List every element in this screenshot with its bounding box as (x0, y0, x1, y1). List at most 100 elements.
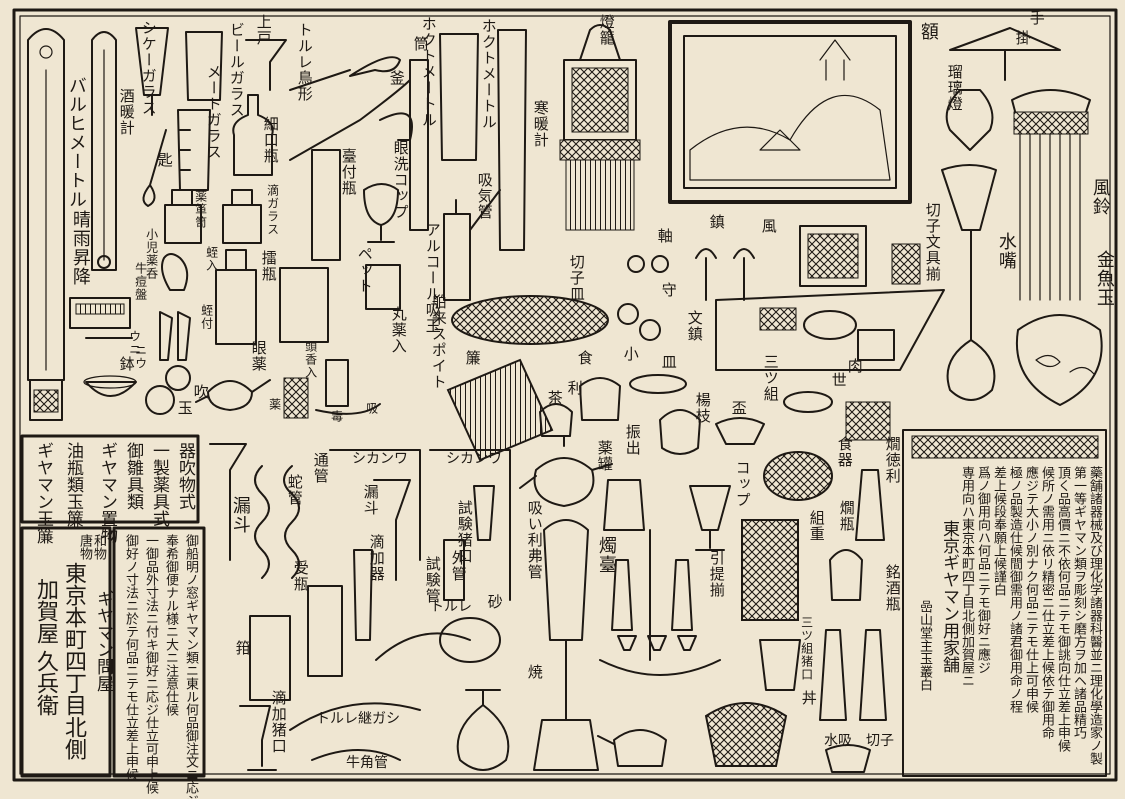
label-milk-tray: 牛痘盤 (133, 262, 148, 301)
wind-bell-strands (1019, 133, 1081, 301)
label-food: 食 (575, 350, 594, 366)
square-bottle-2 (222, 204, 262, 244)
merchant-name: 久兵衛 (33, 650, 58, 716)
label-measure-glass: メートガラス (204, 64, 223, 160)
tea-cup (539, 403, 573, 437)
bottle-cap-1 (171, 189, 193, 206)
label-test-cup: 試験猪口 (455, 500, 474, 564)
tall-jar-cap (225, 249, 247, 271)
pass-tube (329, 449, 421, 561)
tall-jar (215, 269, 257, 345)
hoku-meter (439, 33, 479, 161)
mamori-2 (651, 255, 669, 273)
food-vessel (763, 451, 833, 501)
tea-stand (579, 377, 621, 421)
label-thermo2: ホクトメートル (419, 16, 438, 128)
small-dish (629, 374, 687, 394)
label-ball: 玉 (175, 400, 194, 416)
label-poison: 毒 (329, 410, 344, 423)
notice-panel-band (911, 435, 1099, 459)
label-shokudou: 食器 (835, 436, 854, 468)
label-pass-tube: 通管 (311, 452, 330, 484)
goods-line-3: 御雛具類 (123, 442, 143, 510)
pill-box-top (75, 303, 125, 315)
trle-tube (375, 632, 471, 661)
outer-frame (12, 8, 1118, 782)
label-cut-plate: 切子皿 (567, 254, 586, 302)
label-eye-medicine: 眼薬 (249, 340, 268, 372)
narrow-neck-bottle (232, 94, 274, 176)
round-jar (161, 253, 189, 291)
mamori-ball-1 (617, 303, 639, 325)
notice-line-7: 差上候段奉願上候謹白 (991, 466, 1006, 596)
weight-1 (695, 248, 717, 301)
tube-cylinder (409, 59, 429, 231)
label-nyu: ニウ (133, 344, 148, 370)
funnel-2 (373, 479, 411, 581)
label-mitsu-set: 三ツ組 (761, 354, 780, 402)
thermometer-drawing (91, 31, 117, 271)
kettle-stand-bottle (311, 149, 341, 261)
small-ball-1 (145, 385, 175, 415)
label-stick: ウニ (127, 330, 142, 356)
sand-flask (439, 617, 501, 663)
framed-landscape-picture (668, 20, 912, 204)
stationery-jar (891, 243, 921, 285)
round-flask (456, 689, 510, 771)
label-small: 小 (621, 346, 640, 362)
label-swan-tube: トルレ鳥形 (295, 22, 314, 102)
service-line-4: 御好ノ寸法ニ於テ何品ニテモ仕立差上申候 (123, 534, 138, 781)
kama-vessel (349, 56, 401, 77)
furidashi-jar (603, 479, 645, 531)
label-mitsu-inoguchi: 三ツ組猪口 (799, 616, 814, 681)
label-funnel-top: 上戸 (254, 14, 273, 46)
poison-bottle (283, 377, 309, 419)
drip-cup (239, 705, 277, 771)
pill-box (69, 297, 131, 329)
label-bell: 風 (759, 218, 778, 234)
notice-line-6: 極ノ品製造仕候間御需用ノ諸君御用命ノ程 (1007, 466, 1022, 713)
service-line-2: 奉希御便ナル様ニ大ニ注意仕候 (163, 534, 178, 716)
stamp-box (279, 267, 329, 343)
drip-tube (353, 549, 373, 641)
inner-frame (19, 15, 1111, 775)
tube-upper (289, 69, 351, 91)
label-weather: 晴雨昇降 (69, 210, 91, 286)
label-syringe: 舶来スポイト (429, 294, 448, 390)
wind-bell-band (1013, 111, 1089, 135)
label-leech-in: 蛭入 (204, 246, 219, 272)
weight-2 (733, 248, 755, 301)
label-funnel-2: 漏斗 (361, 484, 380, 516)
label-kandoku: 燗徳利 (883, 436, 902, 484)
label-bunchin: 文鎮 (685, 310, 704, 342)
goods-line-4: ギヤマン置物 (97, 442, 117, 544)
glass-lamp (945, 89, 994, 151)
label-head-incense: 頭香入 (303, 340, 318, 379)
spoon (142, 129, 167, 207)
label-suck: 吸 (364, 402, 379, 415)
service-box-border (112, 526, 206, 778)
label-hako: 箝 (233, 640, 252, 656)
label-medtube: 薬 (267, 398, 282, 411)
small-ball-2 (165, 365, 191, 391)
label-narrow-bottle: 細口瓶 (261, 116, 280, 164)
label-cylinder-glass: シケーガラス (139, 20, 158, 116)
stationery-inner (807, 233, 859, 279)
air-intake (443, 189, 501, 301)
label-outer-tube: 外管 (449, 550, 468, 582)
bottle-cap-2 (231, 189, 253, 206)
notice-line-2: 第一等ギヤマン類ヲ彫刻シ磨方ヲ加ヘ諸品精巧 (1071, 466, 1086, 739)
goods-line-5: 油瓶類玉簾 (63, 442, 83, 527)
notice-panel-border (902, 429, 1107, 777)
label-axis: 軸 (655, 228, 674, 244)
label-eye-cup: 眼洗コップ (391, 140, 410, 220)
merchant-box-border (20, 526, 112, 778)
service-line-3: 一御品外寸法ニ付キ御好ニ応ジ仕立可申上候 (143, 534, 158, 794)
label-glass-lamp: 瑠璃燈 (945, 64, 964, 112)
label-coil: 蛇管 (285, 474, 304, 506)
label-lantern: 燈籠 (597, 14, 616, 46)
label-donburi: 丼 (799, 690, 818, 706)
label-sakazuki: 盃 (729, 400, 748, 416)
sakazuki-stack (715, 417, 765, 445)
